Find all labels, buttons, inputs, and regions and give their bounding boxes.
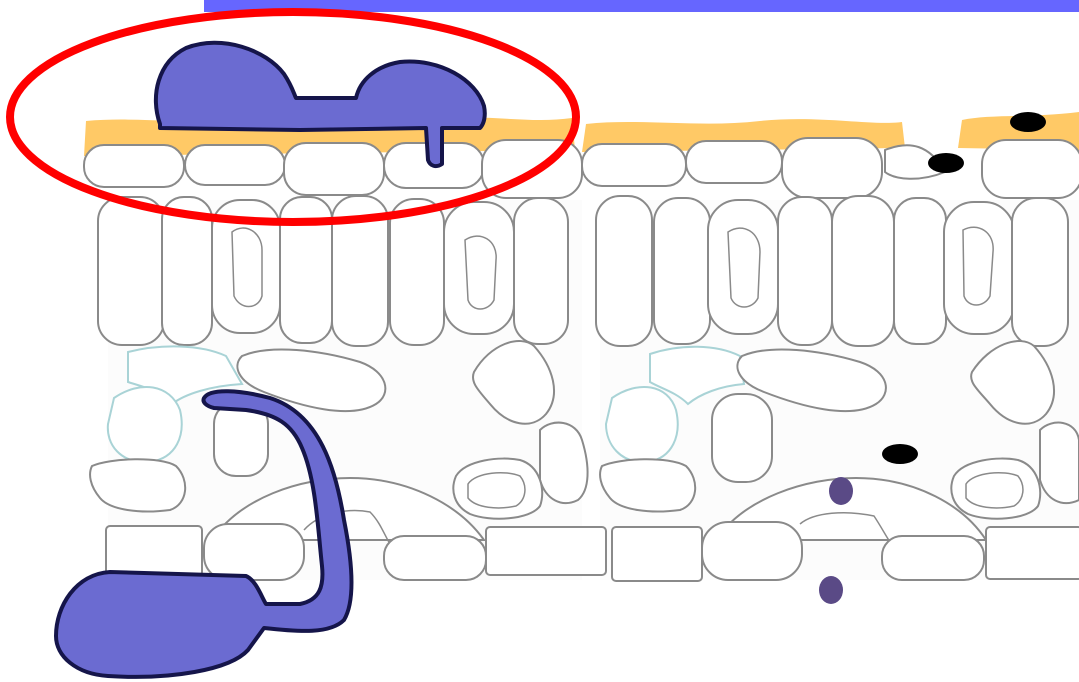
spore-purple [829,477,853,505]
upper-epidermis [84,138,1079,198]
spore-dark [928,153,964,173]
spore-dark [1010,112,1046,132]
spore-dark [882,444,918,464]
spore-purple [819,576,843,604]
